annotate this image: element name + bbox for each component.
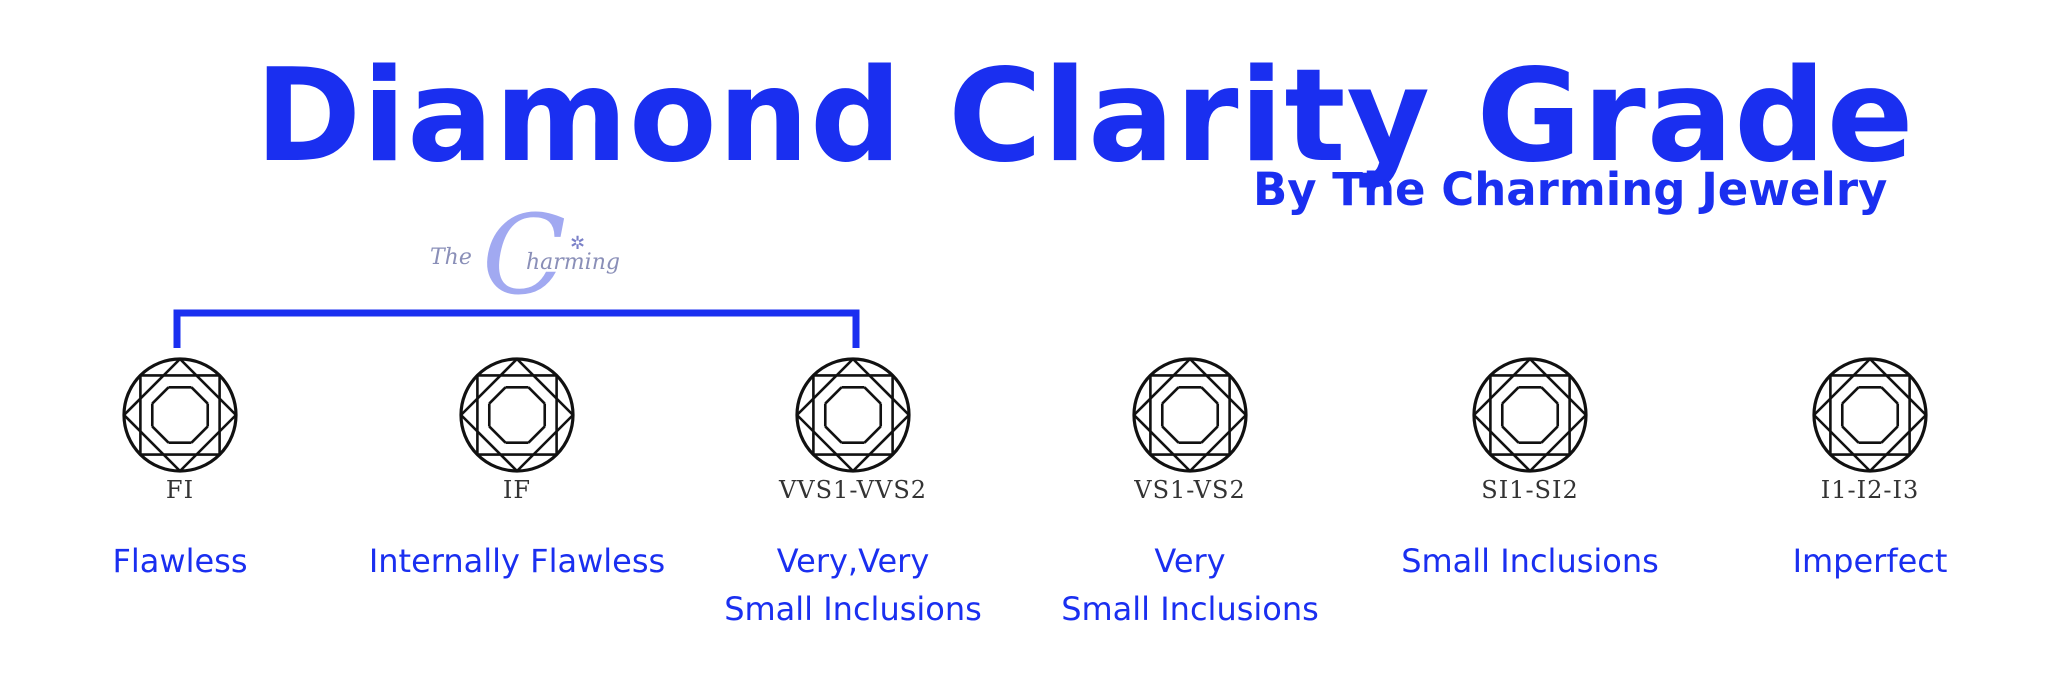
grade-code: VS1-VS2 — [1134, 476, 1246, 504]
grade-fl: FI Flawless — [30, 355, 330, 585]
diamond-icon — [1132, 357, 1248, 473]
diamond-icon — [795, 357, 911, 473]
grade-si: SI1-SI2 Small Inclusions — [1380, 355, 1680, 585]
grade-vs: VS1-VS2 Very Small Inclusions — [1040, 355, 1340, 633]
grade-i: I1-I2-I3 Imperfect — [1720, 355, 2020, 585]
grade-name: Very,Very Small Inclusions — [724, 542, 982, 628]
page-subtitle: By The Charming Jewelry — [1253, 163, 1888, 216]
diamond-icon — [1472, 357, 1588, 473]
diamond-icon — [122, 357, 238, 473]
logo-suffix: harming — [526, 250, 620, 275]
diamond-icon — [1812, 357, 1928, 473]
grade-name: Imperfect — [1792, 542, 1948, 580]
grade-code: IF — [502, 476, 532, 504]
diamond-icon — [459, 357, 575, 473]
page-title: Diamond Clarity Grade — [255, 42, 1915, 191]
grade-code: I1-I2-I3 — [1820, 476, 1920, 504]
grade-vvs: VVS1-VVS2 Very,Very Small Inclusions — [703, 355, 1003, 633]
grade-code: SI1-SI2 — [1481, 476, 1579, 504]
grade-code: VVS1-VVS2 — [778, 476, 928, 504]
grade-name: Small Inclusions — [1401, 542, 1659, 580]
grade-name: Flawless — [112, 542, 248, 580]
charming-logo: C The harming ✲ — [420, 195, 620, 315]
grade-name: Internally Flawless — [368, 542, 666, 580]
grade-name: Very Small Inclusions — [1061, 542, 1319, 628]
grade-code: FI — [165, 476, 195, 504]
logo-letter: C — [482, 191, 567, 319]
logo-star-icon: ✲ — [570, 233, 586, 254]
logo-prefix: The — [430, 245, 472, 270]
grade-if: IF Internally Flawless — [367, 355, 667, 585]
